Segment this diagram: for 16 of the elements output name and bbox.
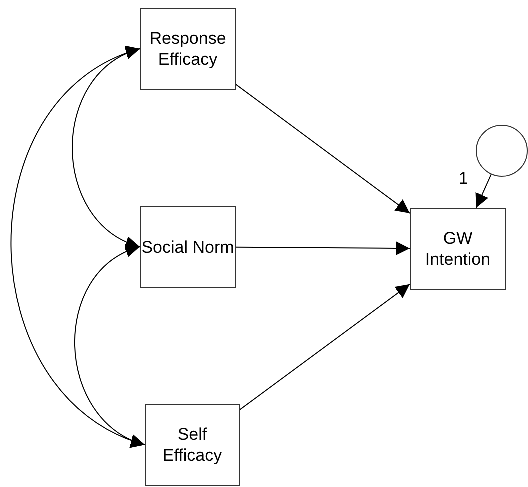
variable-label: GW Intention xyxy=(424,228,492,270)
variable-box xyxy=(145,404,240,486)
variable-box xyxy=(140,206,236,288)
variable-box xyxy=(410,208,506,290)
path-arrow xyxy=(236,242,410,256)
variable-label: Self Efficacy xyxy=(162,424,224,466)
variable-label: Response Efficacy xyxy=(148,28,228,70)
covariance-arrow xyxy=(72,48,140,248)
error-circle xyxy=(476,125,528,177)
path-arrow xyxy=(236,84,410,214)
covariance-arrow xyxy=(10,48,146,446)
covariance-arrow xyxy=(74,246,146,446)
path-arrow xyxy=(476,174,492,208)
variable-box xyxy=(140,8,236,90)
path-arrow xyxy=(240,284,410,410)
variable-label: Social Norm xyxy=(142,236,234,258)
